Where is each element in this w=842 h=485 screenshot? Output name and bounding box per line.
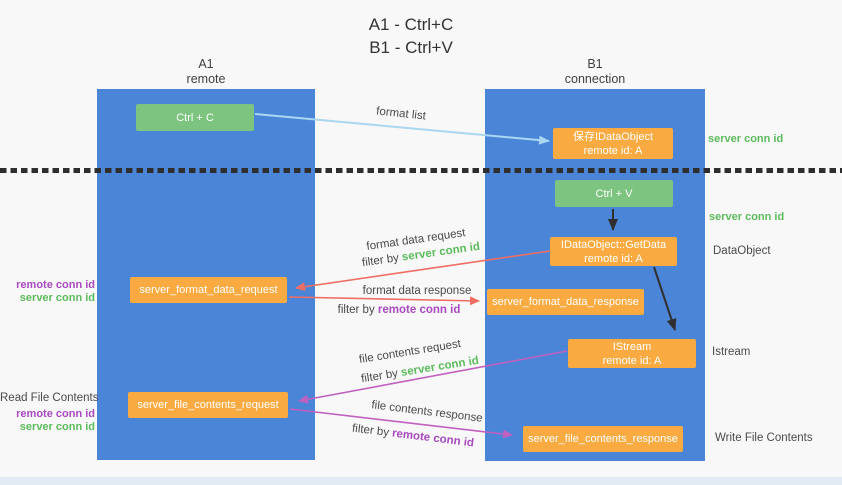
left-conn-id-block-top: remote conn id server conn id bbox=[0, 279, 95, 305]
server-conn-id-text: server conn id bbox=[400, 354, 480, 379]
node-getdata-line1: IDataObject::GetData bbox=[560, 238, 667, 251]
lane-header-a1: A1 remote bbox=[97, 57, 315, 87]
node-server-format-data-response: server_format_data_response bbox=[487, 289, 644, 315]
node-getdata-line2: remote id: A bbox=[584, 252, 643, 265]
node-idataobject-getdata: IDataObject::GetData remote id: A bbox=[550, 237, 677, 266]
arrow-format-data-response bbox=[288, 296, 480, 306]
node-file-response-label: server_file_contents_response bbox=[528, 433, 678, 445]
label-dataobject: DataObject bbox=[713, 245, 771, 257]
node-ctrl-v-label: Ctrl + V bbox=[595, 187, 633, 200]
node-save-idataobject: 保存IDataObject remote id: A bbox=[553, 128, 673, 159]
lane-a1-name: A1 bbox=[198, 57, 214, 71]
title-line-1: A1 - Ctrl+C bbox=[368, 15, 454, 34]
filter-by-text: filter by bbox=[360, 367, 399, 386]
node-server-file-contents-request: server_file_contents_request bbox=[128, 392, 288, 418]
node-ctrl-v: Ctrl + V bbox=[555, 180, 673, 207]
label-istream: Istream bbox=[712, 346, 751, 358]
node-ctrl-c-label: Ctrl + C bbox=[176, 111, 214, 124]
node-server-format-data-request: server_format_data_request bbox=[130, 277, 287, 303]
label-format-list: format list bbox=[375, 105, 427, 123]
filter-by-text: filter by bbox=[351, 422, 390, 439]
label-read-file-contents: Read File Contents bbox=[0, 392, 99, 404]
remote-conn-id-text: remote conn id bbox=[391, 427, 475, 450]
label-remote-conn-id: remote conn id bbox=[16, 279, 95, 291]
node-istream-line1: IStream bbox=[612, 340, 652, 353]
node-save-line2: remote id: A bbox=[583, 144, 643, 157]
label-server-conn-id: server conn id bbox=[19, 292, 95, 304]
node-save-line1: 保存IDataObject bbox=[572, 130, 654, 143]
node-file-request-label: server_file_contents_request bbox=[137, 399, 279, 411]
label-server-conn-id-mid: server conn id bbox=[709, 211, 785, 223]
lane-header-b1: B1 connection bbox=[485, 57, 705, 87]
label-filter-by-remote-conn-id-1: filter by remote conn id bbox=[338, 304, 461, 316]
lane-b1-role: connection bbox=[564, 72, 626, 86]
node-ctrl-c: Ctrl + C bbox=[136, 104, 254, 131]
node-format-response-label: server_format_data_response bbox=[492, 296, 639, 308]
machine-boundary-dotted-line bbox=[0, 168, 842, 173]
filter-by-text: filter by bbox=[337, 304, 375, 316]
title-line-2: B1 - Ctrl+V bbox=[369, 38, 453, 57]
label-file-contents-response: file contents response bbox=[370, 399, 484, 425]
node-istream-line2: remote id: A bbox=[602, 354, 662, 367]
node-format-request-label: server_format_data_request bbox=[139, 284, 278, 296]
label-write-file-contents: Write File Contents bbox=[715, 432, 813, 444]
label-server-conn-id-top: server conn id bbox=[708, 133, 784, 145]
label-filter-by-remote-conn-id-2: filter by remote conn id bbox=[351, 423, 474, 450]
label-format-data-response: format data response bbox=[362, 285, 472, 297]
lane-b1-name: B1 bbox=[587, 57, 603, 71]
label-remote-conn-id: remote conn id bbox=[16, 408, 95, 420]
remote-conn-id-text: remote conn id bbox=[377, 304, 461, 316]
filter-by-text: filter by bbox=[361, 252, 400, 270]
label-server-conn-id: server conn id bbox=[19, 421, 95, 433]
node-server-file-contents-response: server_file_contents_response bbox=[523, 426, 683, 452]
node-istream: IStream remote id: A bbox=[568, 339, 696, 368]
lane-a1-role: remote bbox=[186, 72, 226, 86]
diagram-title: A1 - Ctrl+C B1 - Ctrl+V bbox=[280, 13, 542, 59]
bottom-window-edge bbox=[0, 477, 842, 485]
left-conn-id-block-bottom: remote conn id server conn id bbox=[0, 408, 95, 434]
